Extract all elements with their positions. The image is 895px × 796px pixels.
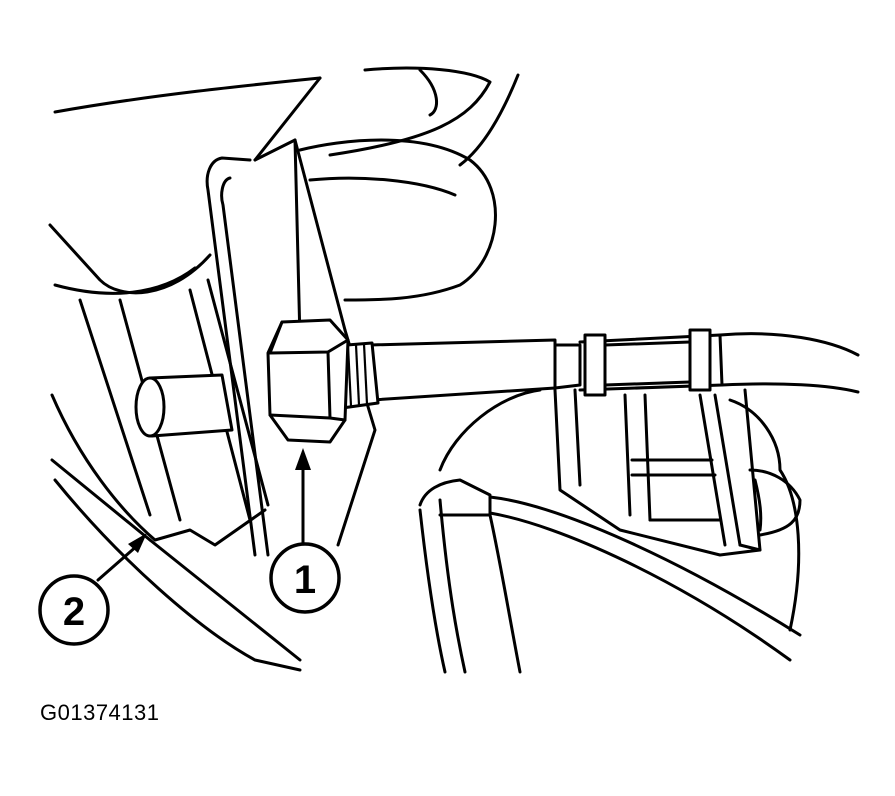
callout-1-label: 1 (294, 558, 316, 602)
upper-housing (53, 66, 520, 302)
valve-block (553, 388, 762, 557)
figure-id: G01374131 (40, 700, 160, 725)
callout-2-label: 2 (63, 590, 85, 634)
hex-nut-fitting (266, 318, 350, 444)
bracket-panel (48, 223, 302, 672)
callout-2: 2 (38, 533, 147, 646)
cylinder-boss (134, 373, 234, 438)
tube-line (368, 328, 860, 402)
callout-1: 1 (269, 448, 341, 614)
reservoir (418, 388, 802, 674)
